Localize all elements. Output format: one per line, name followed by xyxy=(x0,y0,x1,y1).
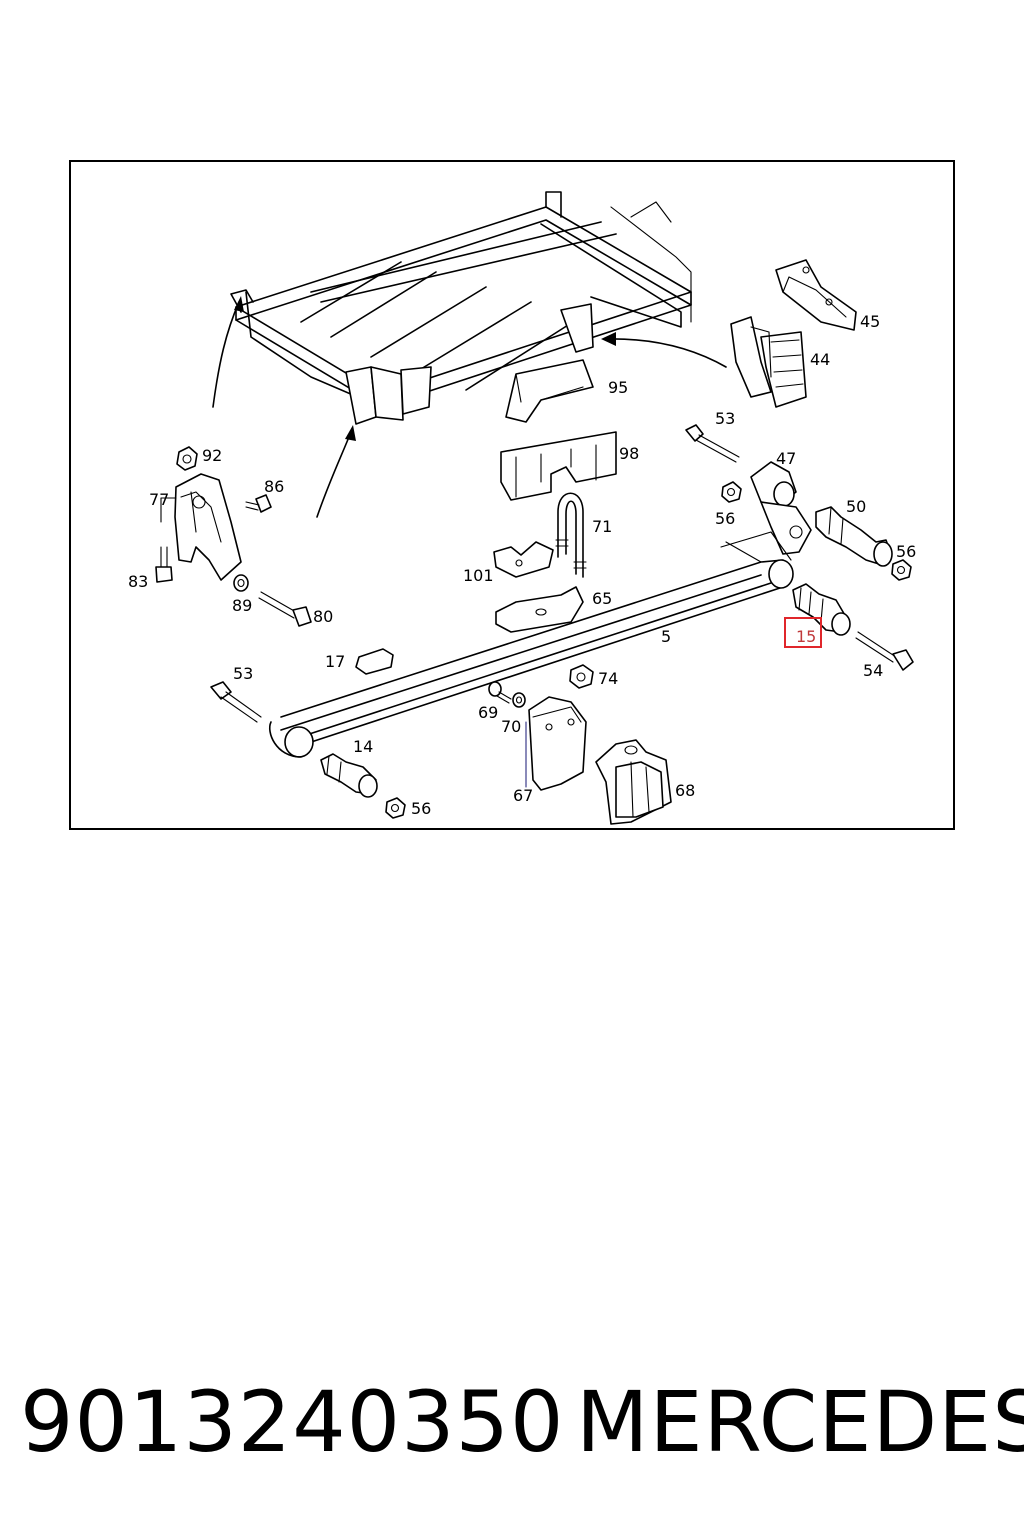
part-86-bolt xyxy=(245,494,272,513)
label-47: 47 xyxy=(776,449,796,468)
label-83: 83 xyxy=(128,572,148,591)
label-65: 65 xyxy=(592,589,612,608)
label-98: 98 xyxy=(619,444,639,463)
part-number: 9013240350 xyxy=(20,1373,565,1471)
label-56-right: 56 xyxy=(896,542,916,561)
label-53-lower: 53 xyxy=(233,664,253,683)
parts-diagram-frame: 45 44 95 53 98 47 92 77 86 71 50 56 56 8… xyxy=(69,160,955,830)
part-15-bushing xyxy=(792,583,851,636)
part-80-bolt xyxy=(258,591,312,627)
part-50-bushing xyxy=(815,506,893,567)
part-56-nut-right xyxy=(891,559,912,581)
label-69: 69 xyxy=(478,703,498,722)
part-69-bolt xyxy=(488,681,512,704)
chassis-frame xyxy=(230,191,692,425)
part-89-washer xyxy=(233,574,249,592)
label-53-upper: 53 xyxy=(715,409,735,428)
part-101-pad xyxy=(493,541,554,578)
part-54-bolt xyxy=(855,631,914,671)
part-17-pad xyxy=(355,648,394,675)
label-54: 54 xyxy=(863,661,883,680)
label-92: 92 xyxy=(202,446,222,465)
part-71-u-bolt xyxy=(555,492,587,578)
part-5-leaf-spring xyxy=(269,531,794,758)
part-53-bolt-lower xyxy=(210,681,262,723)
part-77-front-hanger xyxy=(160,473,242,581)
part-67-bump-stop xyxy=(525,696,587,791)
label-17: 17 xyxy=(325,652,345,671)
part-92-nut xyxy=(176,446,198,471)
label-89: 89 xyxy=(232,596,252,615)
label-56-lower: 56 xyxy=(411,799,431,818)
part-70-washer xyxy=(512,692,526,708)
part-83-bolt xyxy=(155,546,173,583)
part-47-shackle xyxy=(750,461,812,555)
label-71: 71 xyxy=(592,517,612,536)
part-65-spring-seat xyxy=(495,586,584,633)
label-74: 74 xyxy=(598,669,618,688)
label-50: 50 xyxy=(846,497,866,516)
part-98-plate xyxy=(500,431,617,501)
label-14: 14 xyxy=(353,737,373,756)
highlight-box-part-15 xyxy=(784,617,822,648)
label-95: 95 xyxy=(608,378,628,397)
part-45-bracket xyxy=(775,259,857,331)
arrow-to-front-hanger xyxy=(212,301,240,408)
rear-suspension-exploded-diagram: 45 44 95 53 98 47 92 77 86 71 50 56 56 8… xyxy=(128,191,916,825)
label-67: 67 xyxy=(513,786,533,805)
label-86: 86 xyxy=(264,477,284,496)
label-77: 77 xyxy=(149,490,169,509)
label-5: 5 xyxy=(661,627,671,646)
arrow-to-bracket xyxy=(316,431,352,518)
part-53-bolt-upper xyxy=(685,424,740,463)
part-68-mount xyxy=(595,739,672,825)
label-56-upper: 56 xyxy=(715,509,735,528)
part-44-rear-hanger xyxy=(730,316,807,408)
arrow-from-rear-hanger xyxy=(605,338,727,368)
part-95-plate xyxy=(505,359,594,423)
label-44: 44 xyxy=(810,350,830,369)
label-80: 80 xyxy=(313,607,333,626)
footer-caption: 9013240350 MERCEDES xyxy=(20,1372,1024,1472)
part-14-bushing xyxy=(320,753,378,798)
label-101: 101 xyxy=(463,566,494,585)
part-74-nut xyxy=(569,664,594,689)
part-56-nut-lower xyxy=(385,797,406,819)
part-56-nut-upper xyxy=(721,481,742,503)
label-70: 70 xyxy=(501,717,521,736)
label-68: 68 xyxy=(675,781,695,800)
brand-name: MERCEDES xyxy=(576,1373,1024,1471)
label-45: 45 xyxy=(860,312,880,331)
label-15: 15 xyxy=(796,627,816,646)
